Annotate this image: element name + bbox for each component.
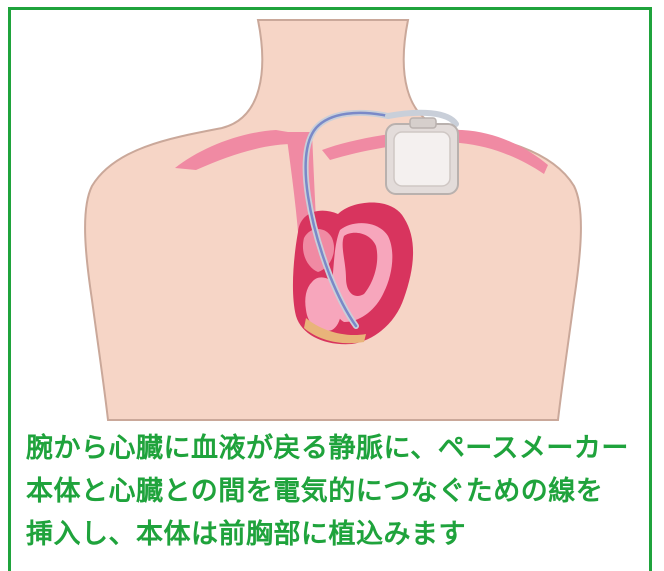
caption-line-1: 腕から心臓に血液が戻る静脈に、ペースメーカー xyxy=(26,427,646,470)
pacemaker-device-icon xyxy=(386,118,458,194)
pacemaker-illustration xyxy=(0,0,664,430)
caption-line-3: 挿入し、本体は前胸部に植込みます xyxy=(26,513,646,556)
caption-line-2: 本体と心臓との間を電気的につなぐための線を xyxy=(26,470,646,513)
caption-text: 腕から心臓に血液が戻る静脈に、ペースメーカー 本体と心臓との間を電気的につなぐた… xyxy=(26,427,646,556)
